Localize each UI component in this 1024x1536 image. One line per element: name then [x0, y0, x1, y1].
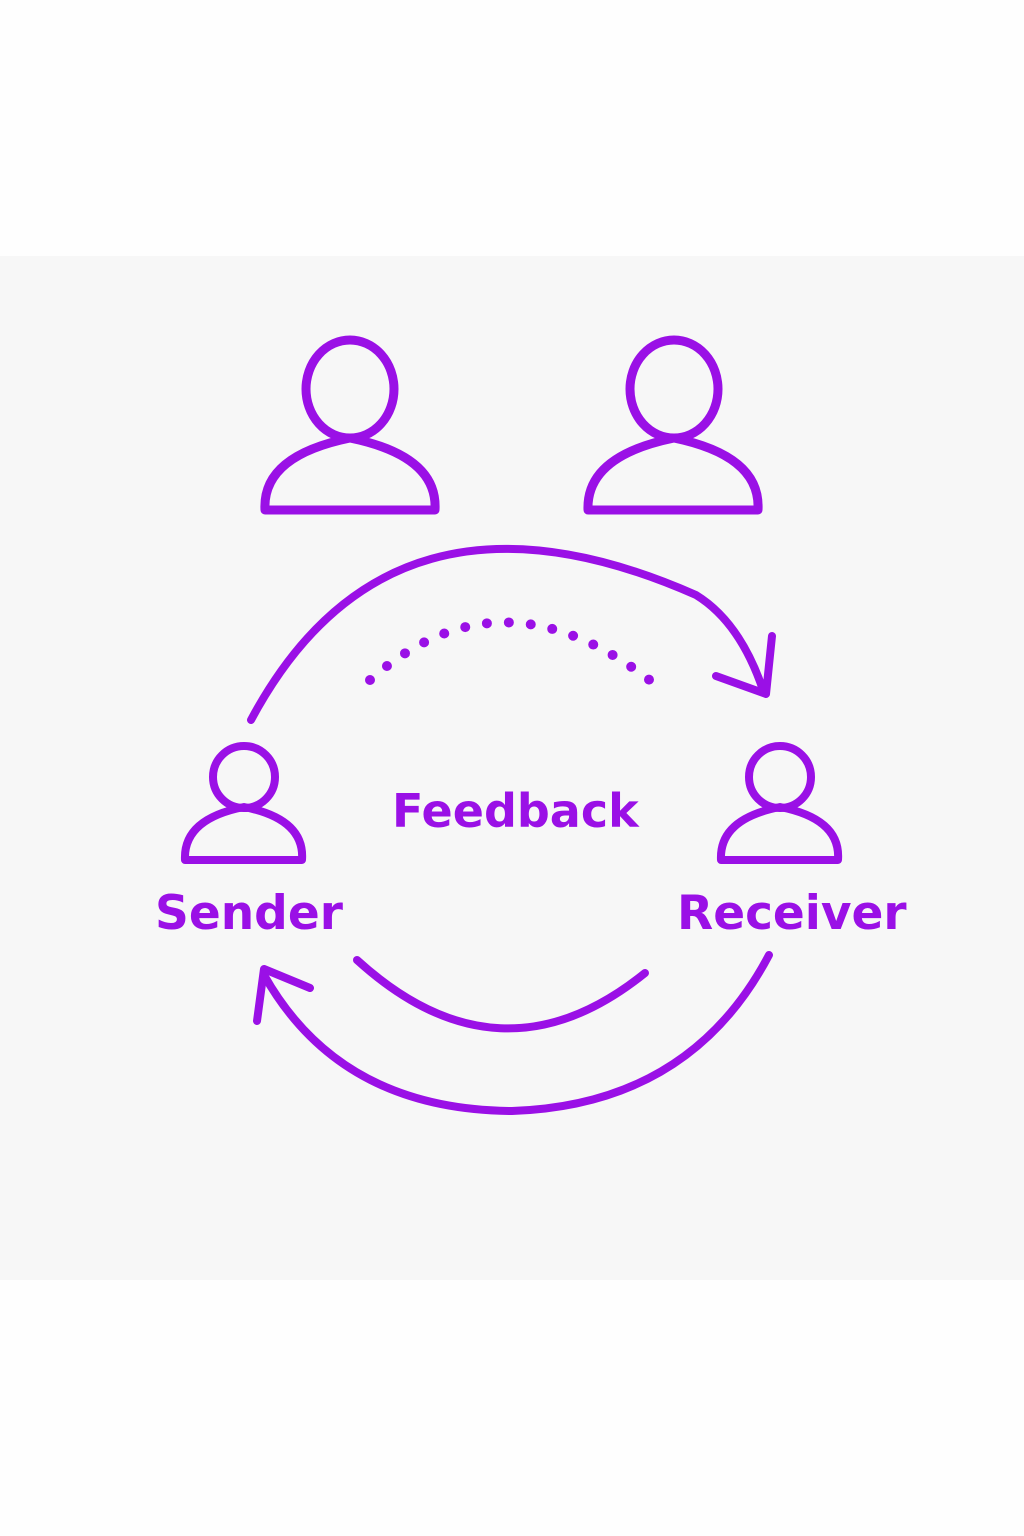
- top-arrow: [247, 544, 776, 724]
- feedback-label: Feedback: [392, 784, 639, 838]
- sender-label: Sender: [155, 886, 343, 941]
- inner-return-arc: [353, 956, 649, 1033]
- receiver-person-icon: [716, 742, 843, 864]
- top-right-person-icon: [583, 335, 763, 515]
- sender-person-icon: [180, 742, 307, 864]
- receiver-label: Receiver: [677, 886, 907, 941]
- dotted-feedback-arc: [365, 617, 667, 695]
- top-left-person-icon: [260, 335, 440, 515]
- bottom-arrow: [253, 951, 773, 1115]
